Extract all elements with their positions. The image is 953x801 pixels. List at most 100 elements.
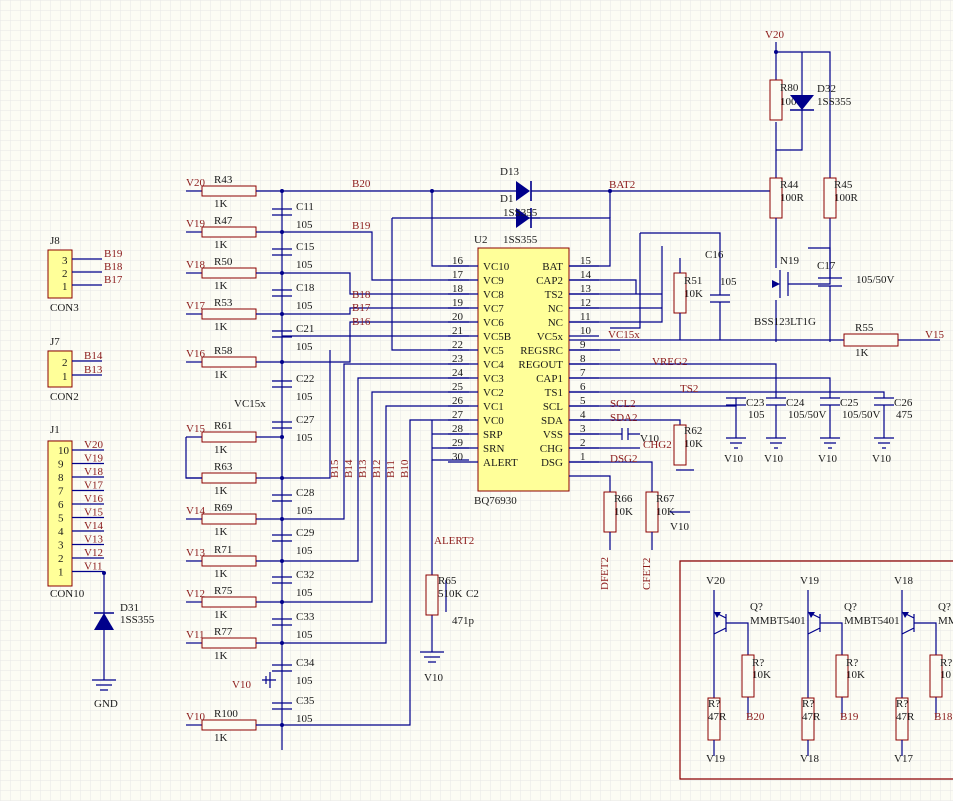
net-b14: B14 [343,459,355,478]
j7-body [47,350,73,388]
j7-wires [72,360,102,376]
j8-ref: J8 [50,235,60,247]
j1-pin-net: V17 [84,480,103,492]
j1-body [47,440,73,587]
ic-right-pin-name: NC [548,303,563,315]
c17-val: 105/50V [856,274,895,286]
j1-pin-net: V19 [84,453,103,465]
ic-right-pin-num: 9 [580,339,586,351]
c2-ref: C2 [466,588,479,600]
gnd-cap-plates [766,397,786,438]
transistor-body [901,590,915,698]
r66-r67-wire [609,511,690,550]
input-resistor-ref: R61 [214,420,232,432]
ic-left-pin-name: SRP [483,429,503,441]
vss-v10: V10 [640,433,659,445]
input-net-label: V12 [186,588,205,600]
r62-body [673,424,687,466]
net-bat2: BAT2 [609,179,635,191]
ic-left-pin-name: VC0 [483,415,504,427]
input-net-label: V14 [186,505,205,517]
junction-dot [774,50,778,54]
ic-left-pin-num: 21 [452,325,463,337]
cap-plates [272,702,292,710]
input-resistor [201,719,257,731]
ic-right-pin-num: 6 [580,381,586,393]
c16-val: 105 [720,276,737,288]
r44-ref: R44 [780,179,799,191]
r55-val: 1K [855,347,869,359]
d32-part: 1SS355 [817,96,852,108]
d1-ref: D1 [500,193,513,205]
balance-resistor-top [835,654,849,698]
j1-pin-net: V16 [84,493,103,505]
r44-val: 100R [780,192,805,204]
d32-ref: D32 [817,83,836,95]
cap1-wire [569,391,885,398]
net-cfet2: CFET2 [641,558,653,590]
j7-pin-2: 2 [62,357,68,369]
input-resistor [201,308,257,320]
cap-ref: C29 [296,527,315,539]
r66-ref: R66 [614,493,633,505]
v15-loop-wire [185,436,282,479]
input-resistor-ref: R43 [214,174,233,186]
wire-vc5b [391,217,540,351]
balance-border [679,560,953,780]
net-b13: B13 [357,459,369,478]
net-b19: B19 [352,220,371,232]
top-diodes: D13 D1 1SS355 1SS355 BAT2 [430,166,776,267]
net-vreg2: VREG2 [652,356,687,368]
cap-value: 105 [296,713,313,725]
balance-resistor-top [741,654,755,698]
input-resistor-value: 1K [214,369,228,381]
balance-resistor-top-ref: R? [846,657,858,669]
j1-pin-num: 6 [58,499,64,511]
net-alert2: ALERT2 [434,535,474,547]
junction-dot [280,435,284,439]
r67-val: 10K [656,506,675,518]
balance-resistor-top-val: 10K [752,669,771,681]
ic-left-pin-name: VC5B [483,331,511,343]
vss-ground [621,428,640,440]
cap-plates [272,330,292,338]
ic-right-pin-name: DSG [541,457,563,469]
diode-d31: D31 1SS355 GND [92,571,155,710]
ic-left-pin-name: VC9 [483,275,504,287]
input-net-label: V16 [186,348,205,360]
ic-left-pin-name: VC2 [483,387,504,399]
ic-body [477,247,570,492]
balance-bottom-net: V19 [706,753,725,765]
ic-right-pin-name: NC [548,317,563,329]
transistor-base-wire [820,622,843,718]
j8-net-b19: B19 [104,248,123,260]
j1-pin-num: 7 [58,486,64,498]
gnd-cap-plates [874,397,894,438]
cap-ref: C27 [296,414,315,426]
balance-resistor-bottom-val: 47R [802,711,821,723]
cap-plates [272,248,292,256]
ic-right-pin-num: 15 [580,255,592,267]
junction-dot [608,189,612,193]
ic-left-pin-name: ALERT [483,457,518,469]
input-resistor-value: 1K [214,526,228,538]
r45-body [823,177,837,219]
gnd-symbol [92,679,116,691]
ic-right-pin-num: 5 [580,395,586,407]
transistor-base-wire [914,622,937,718]
input-resistor [201,267,257,279]
d31-part: 1SS355 [120,614,155,626]
input-resistor [201,356,257,368]
cap2-ts2-wire [569,246,663,323]
gnd-symbol [726,437,746,449]
transistor-arrow [808,612,815,618]
cap-ref: C28 [296,487,315,499]
wire-b13 [256,377,469,562]
transistor-part: MMBT5401 [938,615,953,627]
input-resistor-value: 1K [214,321,228,333]
net-b18: B18 [352,289,371,301]
cap-ref: C34 [296,657,315,669]
ic-right-pin-num: 4 [580,409,586,421]
cap-ref: C18 [296,282,315,294]
